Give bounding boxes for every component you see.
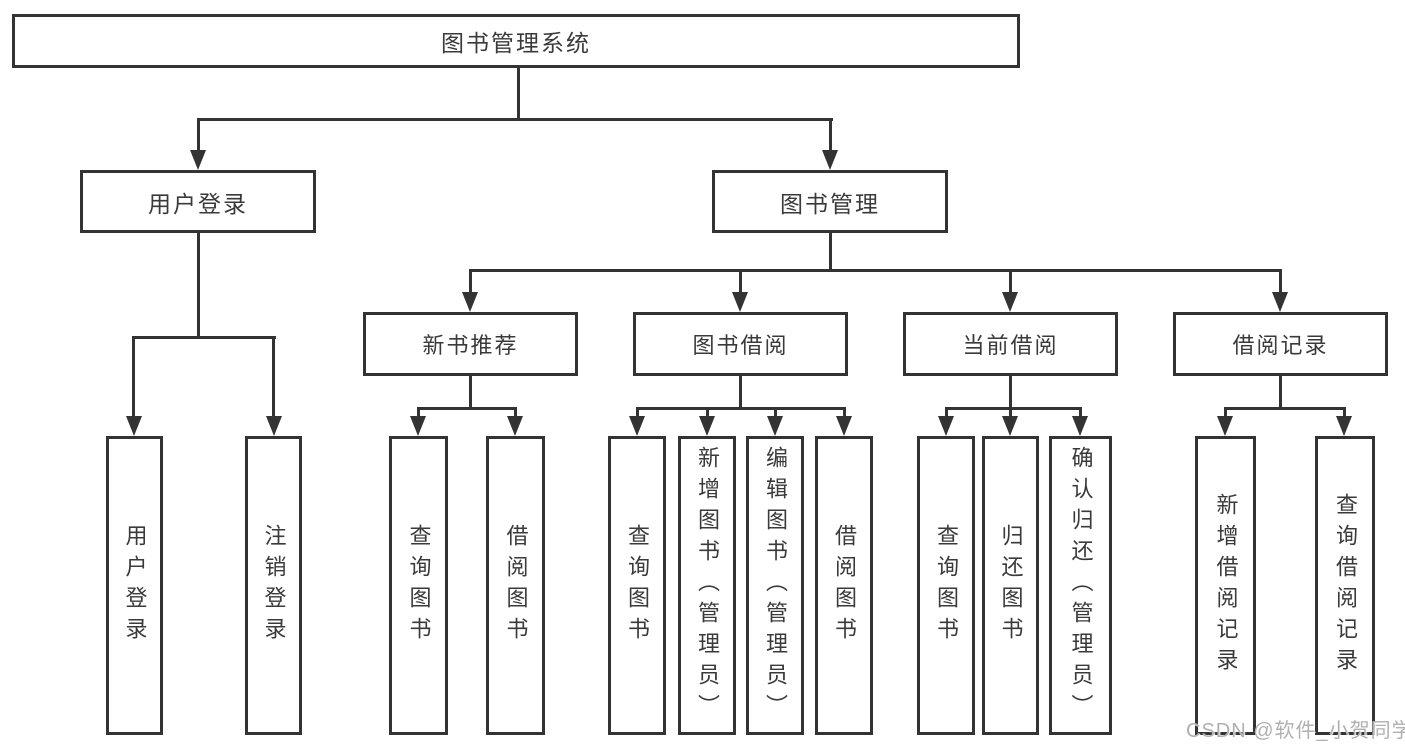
- node-new-book-recommend: 新书推荐: [363, 312, 578, 376]
- arrow-down-icon: [732, 292, 748, 312]
- arrow-down-icon: [629, 416, 645, 436]
- leaf-label: 查询图书: [406, 523, 432, 648]
- node-book-management-label: 图书管理: [780, 190, 880, 217]
- leaf-label: 借阅图书: [503, 523, 529, 648]
- node-current-borrow: 当前借阅: [903, 312, 1118, 376]
- connector-to-user-login: [197, 118, 200, 152]
- connector-leaf-stem: [1079, 407, 1082, 418]
- arrow-down-icon: [822, 150, 838, 170]
- node-confirm-return-admin: 确认归还（管理员）: [1049, 436, 1112, 735]
- connector-leaf-stem: [945, 407, 948, 418]
- node-query-books-borrow: 查询图书: [608, 436, 666, 735]
- arrow-down-icon: [1217, 416, 1233, 436]
- connector-root-bus: [197, 118, 833, 121]
- node-book-borrow: 图书借阅: [633, 312, 848, 376]
- leaf-label: 查询借阅记录: [1333, 492, 1358, 679]
- connector-root-stem: [517, 68, 520, 121]
- connector-book-mgmt-bus: [469, 269, 1282, 272]
- connector-leaf-stem: [1009, 407, 1012, 418]
- connector-new-books-bus: [417, 407, 517, 410]
- leaf-label: 用户登录: [122, 523, 148, 648]
- arrow-down-icon: [126, 416, 142, 436]
- connector-to-book-management: [829, 118, 832, 152]
- connector-new-books-stem: [469, 376, 472, 409]
- connector-leaf-stem: [774, 407, 777, 418]
- connector-leaf-stem: [1224, 407, 1227, 418]
- arrow-down-icon: [1272, 292, 1288, 312]
- node-new-book-recommend-label: 新书推荐: [422, 333, 519, 358]
- node-borrow-books-recommend: 借阅图书: [486, 436, 545, 735]
- arrow-down-icon: [1002, 292, 1018, 312]
- arrow-down-icon: [1336, 416, 1352, 436]
- arrow-down-icon: [836, 416, 852, 436]
- leaf-label: 新增借阅记录: [1213, 492, 1239, 679]
- node-query-borrow-record: 查询借阅记录: [1315, 436, 1375, 735]
- connector-to-borrow-records: [1279, 269, 1282, 294]
- node-book-borrow-label: 图书借阅: [692, 333, 789, 358]
- node-query-books-recommend: 查询图书: [389, 436, 448, 735]
- arrow-down-icon: [507, 416, 523, 436]
- connector-user-login-bus: [133, 336, 276, 339]
- arrow-down-icon: [1072, 416, 1088, 436]
- connector-borrow-records-stem: [1279, 376, 1282, 409]
- arrow-down-icon: [266, 416, 282, 436]
- arrow-down-icon: [767, 416, 783, 436]
- connector-leaf-stem: [417, 407, 420, 418]
- connector-to-current-borrow: [1009, 269, 1012, 294]
- node-user-login-leaf: 用户登录: [106, 436, 163, 735]
- connector-leaf-stem: [706, 407, 709, 418]
- connector-current-borrow-bus: [945, 407, 1081, 410]
- connector-to-login-leaf: [132, 336, 135, 418]
- node-add-book-admin: 新增图书（管理员）: [678, 436, 736, 735]
- node-root-label: 图书管理系统: [441, 30, 591, 56]
- connector-leaf-stem: [514, 407, 517, 418]
- connector-current-borrow-stem: [1009, 376, 1012, 409]
- connector-user-login-stem: [197, 233, 200, 338]
- leaf-label: 编辑图书（管理员）: [763, 446, 788, 725]
- connector-to-book-borrow: [739, 269, 742, 294]
- node-return-books: 归还图书: [982, 436, 1039, 735]
- node-book-management: 图书管理: [712, 170, 948, 233]
- leaf-label: 新增图书（管理员）: [695, 446, 720, 725]
- arrow-down-icon: [410, 416, 426, 436]
- node-borrow-books-borrow: 借阅图书: [815, 436, 873, 735]
- arrow-down-icon: [938, 416, 954, 436]
- leaf-label: 确认归还（管理员）: [1068, 446, 1094, 725]
- node-user-login-label: 用户登录: [148, 190, 248, 217]
- leaf-label: 归还图书: [998, 523, 1024, 648]
- connector-leaf-stem: [843, 407, 846, 418]
- connector-borrow-records-bus: [1224, 407, 1345, 410]
- connector-to-logout-leaf: [272, 336, 275, 418]
- arrow-down-icon: [699, 416, 715, 436]
- node-root: 图书管理系统: [12, 14, 1020, 68]
- node-add-borrow-record: 新增借阅记录: [1195, 436, 1256, 735]
- arrow-down-icon: [1002, 416, 1018, 436]
- connector-to-new-books: [469, 269, 472, 294]
- connector-book-mgmt-stem: [829, 233, 832, 272]
- node-current-borrow-label: 当前借阅: [962, 333, 1059, 358]
- node-borrow-records-label: 借阅记录: [1232, 333, 1329, 358]
- connector-leaf-stem: [1343, 407, 1346, 418]
- node-edit-book-admin: 编辑图书（管理员）: [746, 436, 804, 735]
- connector-book-borrow-bus: [636, 407, 846, 410]
- node-logout: 注销登录: [245, 436, 302, 735]
- leaf-label: 注销登录: [261, 523, 287, 648]
- watermark: CSDN @软件_小贺同学: [1186, 720, 1405, 742]
- leaf-label: 借阅图书: [832, 523, 857, 648]
- connector-leaf-stem: [636, 407, 639, 418]
- node-user-login: 用户登录: [80, 170, 316, 233]
- node-query-books-current: 查询图书: [917, 436, 975, 735]
- leaf-label: 查询图书: [625, 523, 650, 648]
- leaf-label: 查询图书: [934, 523, 959, 648]
- arrow-down-icon: [462, 292, 478, 312]
- arrow-down-icon: [190, 150, 206, 170]
- node-borrow-records: 借阅记录: [1173, 312, 1388, 376]
- connector-book-borrow-stem: [739, 376, 742, 409]
